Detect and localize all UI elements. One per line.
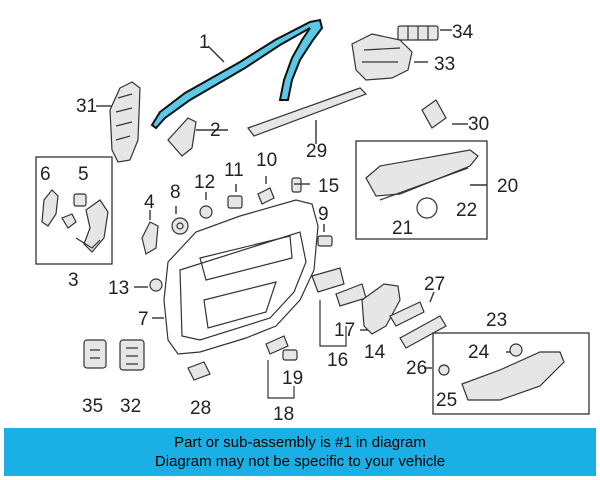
- callout-3: 3: [68, 270, 79, 291]
- part-22-ring[interactable]: [416, 197, 438, 219]
- callout-2: 2: [210, 120, 221, 141]
- callout-35: 35: [82, 396, 103, 417]
- callout-26: 26: [406, 358, 427, 379]
- part-33-door-handle[interactable]: [351, 33, 413, 81]
- banner-line-1: Part or sub-assembly is #1 in diagram: [174, 434, 426, 451]
- callout-15: 15: [318, 176, 339, 197]
- part-11-clip[interactable]: [227, 195, 243, 209]
- callout-4: 4: [144, 192, 155, 213]
- callout-21: 21: [392, 218, 413, 239]
- callout-22: 22: [456, 200, 477, 221]
- part-25-clip[interactable]: [438, 364, 450, 376]
- part-27-trim[interactable]: [389, 301, 425, 327]
- group-box-20: [355, 140, 488, 240]
- part-4-latch[interactable]: [141, 221, 159, 255]
- callout-20: 20: [497, 176, 518, 197]
- part-16-switch-assembly[interactable]: [311, 267, 345, 293]
- part-7-door-panel[interactable]: [163, 199, 319, 355]
- callout-7: 7: [138, 309, 149, 330]
- callout-8: 8: [170, 182, 181, 203]
- part-18-lamp[interactable]: [265, 335, 289, 355]
- part-29-belt-molding[interactable]: [247, 87, 368, 137]
- part-2-mirror-cover[interactable]: [167, 117, 197, 157]
- part-19-bulb[interactable]: [282, 349, 298, 361]
- part-10-clip[interactable]: [257, 187, 275, 205]
- callout-32: 32: [120, 396, 141, 417]
- part-8-grommet[interactable]: [171, 217, 189, 235]
- part-6-bracket[interactable]: [41, 189, 77, 229]
- callout-30: 30: [468, 114, 489, 135]
- part-35-switch[interactable]: [83, 339, 107, 369]
- part-17-switch-bezel[interactable]: [335, 283, 367, 307]
- callout-29: 29: [306, 141, 327, 162]
- callout-33: 33: [434, 54, 455, 75]
- callout-11: 11: [224, 160, 244, 181]
- callout-25: 25: [436, 390, 457, 411]
- part-26-trim[interactable]: [399, 315, 447, 349]
- part-28-pad[interactable]: [187, 361, 211, 381]
- leader-lines: [96, 29, 510, 369]
- part-34-switch[interactable]: [397, 25, 439, 41]
- part-32-switch[interactable]: [119, 339, 145, 371]
- callout-9: 9: [318, 204, 329, 225]
- part-21-ambient-strip[interactable]: [379, 167, 469, 201]
- callout-23: 23: [486, 310, 507, 331]
- callout-16: 16: [327, 350, 348, 371]
- part-31-switch-panel[interactable]: [109, 81, 141, 163]
- group-box-3: [35, 156, 113, 265]
- part-1-weatherstrip[interactable]: [150, 18, 324, 130]
- info-banner: Part or sub-assembly is #1 in diagram Di…: [4, 428, 596, 476]
- callout-5: 5: [78, 164, 89, 185]
- group-box-23: [432, 332, 590, 415]
- part-5-clip[interactable]: [73, 193, 87, 207]
- callout-31: 31: [76, 96, 97, 117]
- part-9-clip[interactable]: [317, 235, 333, 247]
- callout-18: 18: [273, 404, 294, 420]
- callout-12: 12: [194, 172, 215, 193]
- callout-27: 27: [424, 274, 445, 295]
- part-13-clip[interactable]: [149, 278, 163, 292]
- callout-labels: 1 2 3 4 5 6 7 8 9 10 11 12 13 14 15 16 1…: [40, 22, 518, 420]
- part-23-trim-panel[interactable]: [461, 351, 565, 401]
- callout-6: 6: [40, 164, 51, 185]
- part-24-screw[interactable]: [509, 343, 523, 357]
- callout-19: 19: [282, 368, 303, 389]
- callout-28: 28: [190, 398, 211, 419]
- callout-13: 13: [108, 278, 129, 299]
- part-12-plug[interactable]: [199, 205, 213, 219]
- callout-1: 1: [199, 32, 210, 53]
- part-15-screw[interactable]: [291, 177, 302, 193]
- callout-17: 17: [334, 320, 355, 341]
- part-3-wiring[interactable]: [75, 199, 109, 253]
- part-30-cover[interactable]: [421, 99, 447, 129]
- part-20-trim-strip[interactable]: [365, 149, 479, 197]
- callout-10: 10: [256, 150, 277, 171]
- parts-diagram: 1 2 3 4 5 6 7 8 9 10 11 12 13 14 15 16 1…: [35, 18, 590, 420]
- part-14-pull-handle[interactable]: [361, 283, 401, 335]
- callout-34: 34: [452, 22, 474, 43]
- banner-line-2: Diagram may not be specific to your vehi…: [154, 453, 446, 470]
- bracket-18: [267, 360, 295, 399]
- callout-24: 24: [468, 342, 490, 363]
- callout-14: 14: [364, 342, 386, 363]
- bracket-16: [319, 300, 347, 347]
